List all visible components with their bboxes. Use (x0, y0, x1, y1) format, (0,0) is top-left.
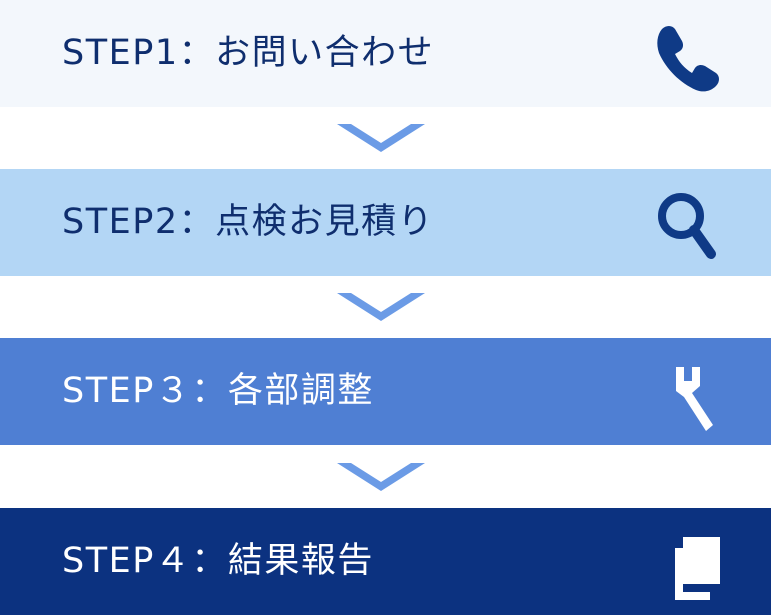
search-icon (648, 186, 728, 266)
phone-icon (648, 17, 728, 97)
step-1-label: STEP1：お問い合わせ (62, 33, 435, 73)
step-2-label: STEP2：点検お見積り (62, 202, 435, 242)
chevron-down-icon (337, 124, 425, 154)
chevron-down-icon (337, 463, 425, 493)
step-4-label: STEP４：結果報告 (62, 541, 374, 581)
wrench-icon (648, 355, 728, 435)
step-1-row: STEP1：お問い合わせ (0, 0, 771, 107)
documents-icon (648, 525, 728, 605)
step-3-label: STEP３：各部調整 (62, 371, 374, 411)
step-3-row: STEP３：各部調整 (0, 338, 771, 445)
step-2-row: STEP2：点検お見積り (0, 169, 771, 276)
chevron-down-icon (337, 293, 425, 323)
step-4-row: STEP４：結果報告 (0, 508, 771, 615)
